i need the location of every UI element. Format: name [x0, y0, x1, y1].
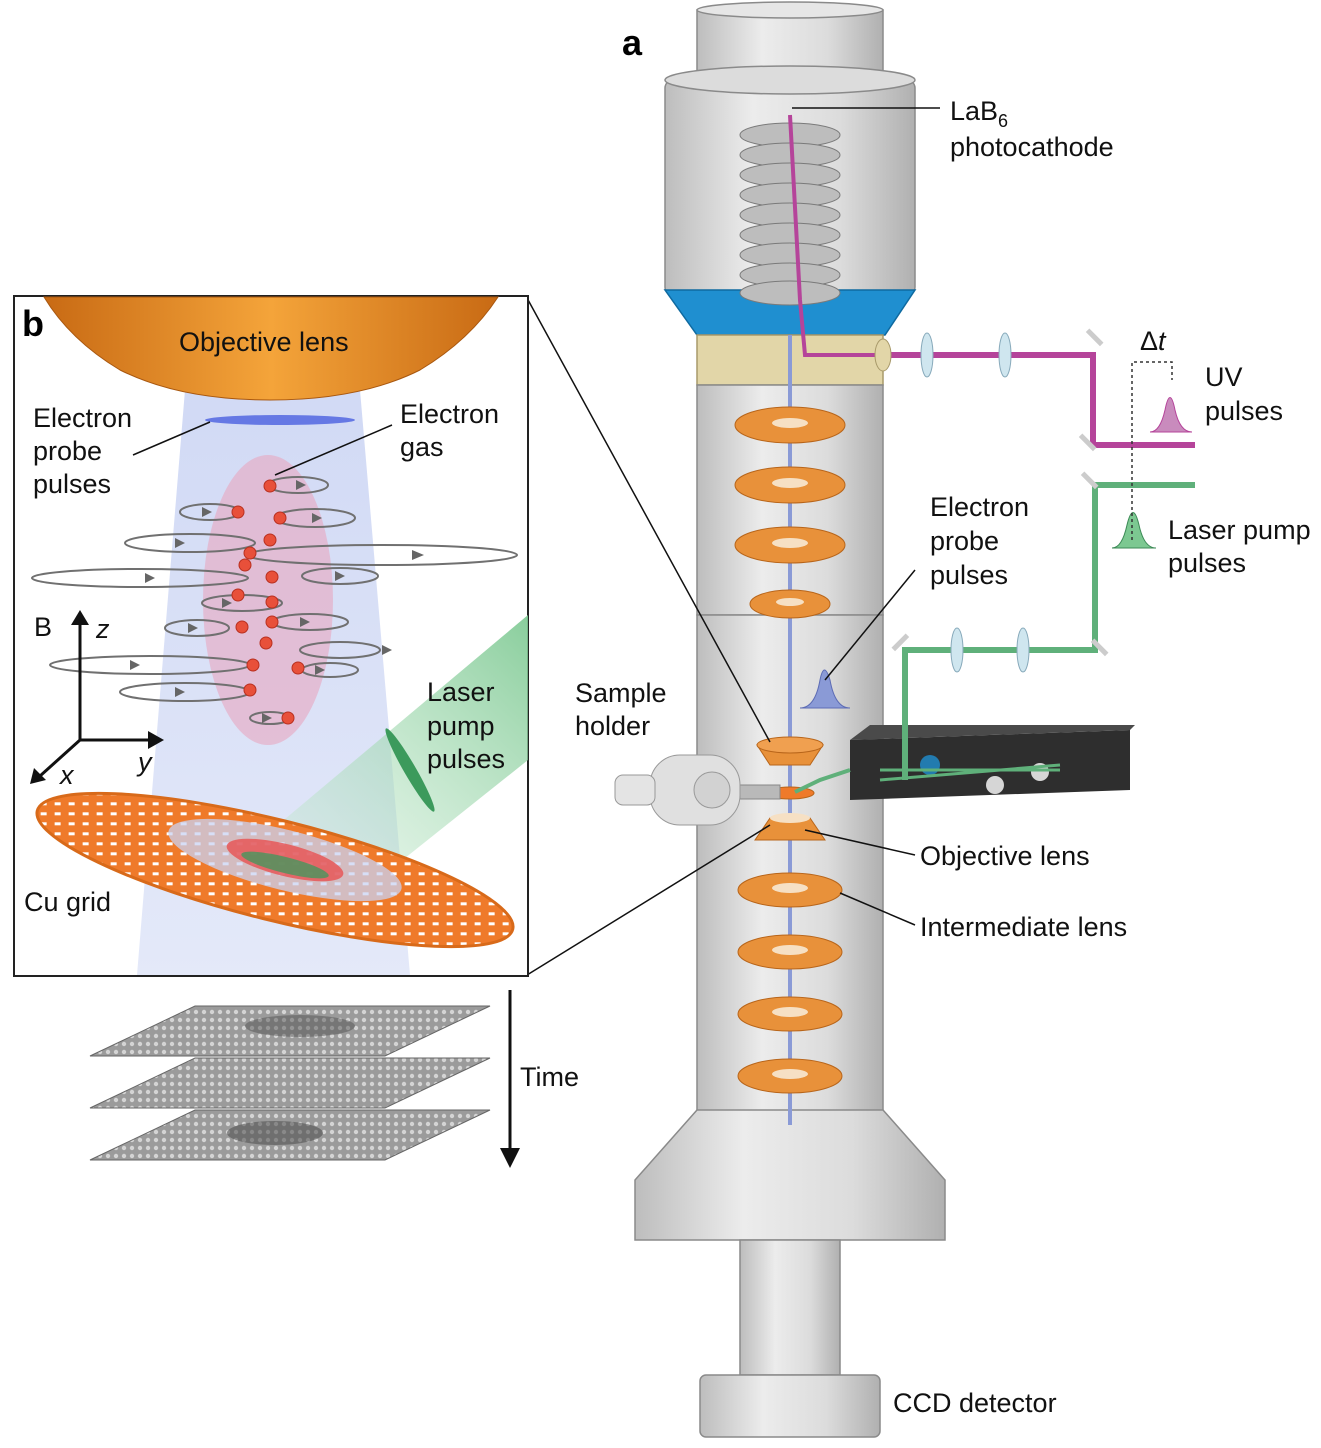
inset-probe-label-line3: pulses: [33, 469, 111, 499]
gas-label-line2: gas: [400, 432, 444, 462]
cathode-label-line2: photocathode: [950, 132, 1114, 162]
probe-label-line3: pulses: [930, 560, 1008, 590]
grid-green-spot: [241, 851, 329, 879]
inset-probe-label-line1: Electron: [33, 403, 132, 433]
probe-label-line1: Electron: [930, 492, 1029, 522]
uv-pulse-shape: [1149, 397, 1193, 433]
inset-panel-b: b Objective lens Electron probe pulses E…: [13, 295, 771, 977]
ccd-detector-label: CCD detector: [893, 1388, 1057, 1418]
top-cap-rim: [696, 1, 884, 19]
inset-laser-label-line3: pulses: [427, 744, 505, 774]
axis-b-label: B: [34, 612, 52, 642]
panel-a-letter: a: [622, 22, 643, 63]
inset-laser-label-line2: pump: [427, 711, 495, 741]
delta-t-bracket: [1131, 361, 1173, 540]
probe-label-line2: probe: [930, 526, 999, 556]
condenser-lenses: [734, 406, 846, 619]
microscope-column: [614, 1, 1195, 1438]
laser-label-line1: Laser pump: [1168, 515, 1311, 545]
column-base: [634, 1109, 946, 1241]
gas-label-line1: Electron: [400, 399, 499, 429]
sample-holder: [614, 754, 781, 826]
time-stack: Time: [89, 990, 579, 1168]
cu-grid-label: Cu grid: [24, 887, 111, 917]
cathode-label: LaB6: [950, 96, 1008, 131]
inset-objective-label: Objective lens: [179, 327, 349, 357]
axes-triad: [30, 610, 164, 784]
uv-beamline: [874, 328, 1195, 452]
probe-pulse-shape: [799, 669, 851, 709]
panel-a-labels: a LaB6 photocathode Δt UV pulses Laser p…: [575, 22, 1311, 1418]
inset-laser-label-line1: Laser: [427, 677, 495, 707]
delta-t-label: Δt: [1140, 326, 1167, 356]
laser-pulse-shape: [1111, 512, 1157, 549]
probe-pulse-disc: [205, 415, 355, 425]
axis-x-label: x: [58, 760, 75, 790]
inset-probe-label-line2: probe: [33, 436, 102, 466]
optical-box: [850, 725, 1135, 800]
electron-particles: [231, 479, 305, 725]
tem-frame-2: [89, 1057, 491, 1109]
sample-label-line2: holder: [575, 711, 650, 741]
inset-objective-lens: [43, 296, 499, 401]
tem-frame-1: [89, 1005, 491, 1057]
leader-lines-a: [792, 107, 940, 926]
uv-label-line1: UV: [1205, 362, 1243, 392]
detector-stem: [739, 1239, 841, 1376]
axis-z-label: z: [95, 614, 110, 644]
time-label: Time: [520, 1062, 579, 1092]
sample-label-line1: Sample: [575, 678, 667, 708]
zoom-line-top: [526, 297, 771, 743]
ccd-detector-body: [699, 1374, 881, 1438]
uv-path-inner: [788, 114, 880, 357]
leader-lines-b: [132, 421, 393, 476]
orbit-arrowheads: [130, 480, 424, 723]
panel-b-letter: b: [22, 303, 44, 344]
time-arrowhead: [500, 1148, 520, 1168]
uv-label-line2: pulses: [1205, 396, 1283, 426]
laser-label-line2: pulses: [1168, 548, 1246, 578]
laser-pulse-disc: [385, 728, 435, 812]
laser-beamline: [891, 471, 1195, 780]
zoom-line-bottom: [526, 824, 771, 976]
intermediate-lens-label: Intermediate lens: [920, 912, 1127, 942]
intermediate-lenses: [737, 872, 843, 1094]
gun-housing-rim: [664, 65, 916, 95]
axis-y-label: y: [136, 747, 153, 777]
objective-lens-label: Objective lens: [920, 841, 1090, 871]
pump-beam-to-sample: [794, 768, 851, 794]
